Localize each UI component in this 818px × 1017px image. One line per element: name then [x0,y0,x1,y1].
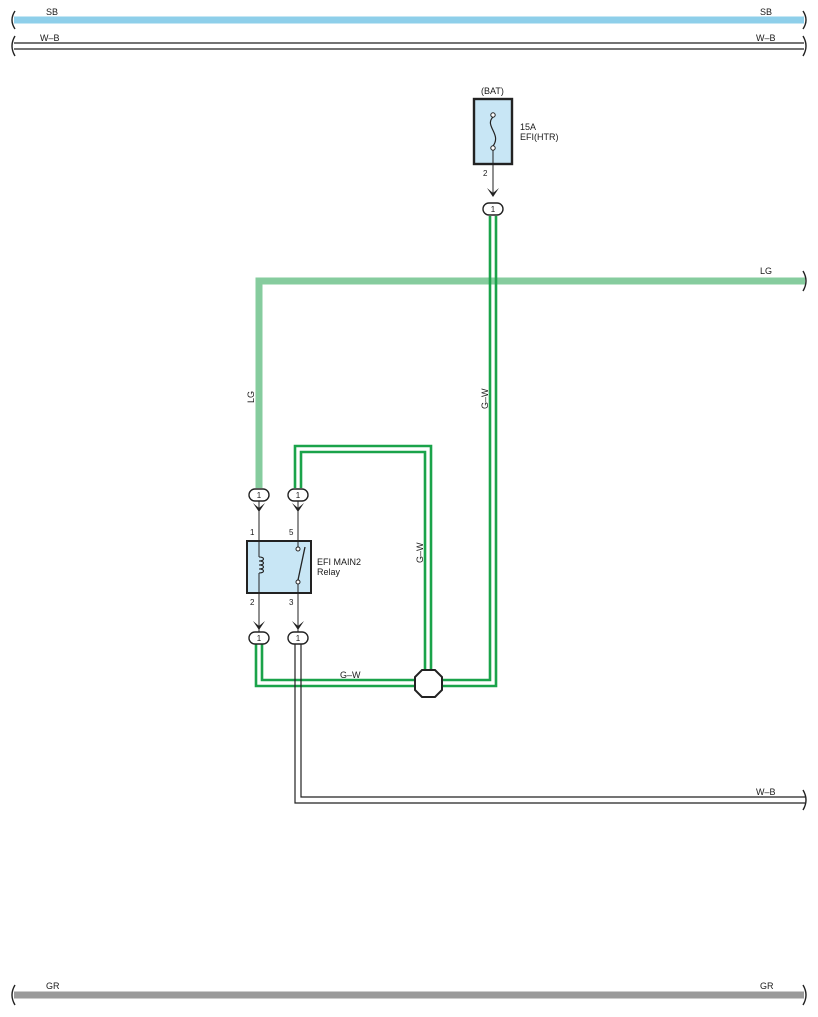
relay-pin2-arrow [253,621,265,630]
relay-pin5-number: 5 [289,528,294,537]
wb-top-wire-bus: W–B W–B [11,33,807,57]
wb-mid-label-right: W–B [756,787,776,797]
relay-pin3-arrow [292,621,304,630]
gr-label-right: GR [760,981,774,991]
svg-text:1: 1 [257,491,262,500]
gw-label-vertical-right: G–W [480,388,490,409]
relay-pin3-number: 3 [289,598,294,607]
relay-name-line2: Relay [317,567,341,577]
relay-pin5-arrow [292,503,304,512]
connector-relay-pin5: 1 [287,488,309,502]
svg-text:1: 1 [257,634,262,643]
svg-text:1: 1 [296,491,301,500]
connector-relay-pin2: 1 [248,631,270,645]
fuse-rating: 15A [520,122,536,132]
fuse-source-label: (BAT) [481,86,504,96]
splice-point [414,669,443,698]
lg-label-vertical: LG [246,391,256,403]
fuse-terminal-arrow [487,188,499,197]
wb-top-label-right: W–B [756,33,776,43]
svg-text:1: 1 [491,205,496,214]
fuse-name: EFI(HTR) [520,132,559,142]
connector-fuse: 1 [482,202,504,216]
connector-relay-pin3: 1 [287,631,309,645]
sb-label-right: SB [760,7,772,17]
lg-label-right: LG [760,266,772,276]
fuse-pin-number: 2 [483,169,488,178]
relay-efi-main2: 1 5 2 3 EFI MAIN2 Relay [246,501,361,632]
sb-wire-bus: SB SB [11,7,807,30]
wb-top-label-left: W–B [40,33,60,43]
relay-coil [258,556,265,574]
relay-name-line1: EFI MAIN2 [317,557,361,567]
wb-mid-wire [294,644,805,804]
gw-label-vertical-mid: G–W [415,542,425,563]
lg-wire: LG LG [246,266,807,488]
relay-pin1-number: 1 [250,528,255,537]
fuse-efi-htr: (BAT) 15A EFI(HTR) 2 [472,86,559,197]
relay-pin1-arrow [253,503,265,512]
gr-label-left: GR [46,981,60,991]
connector-relay-pin1: 1 [248,488,270,502]
gr-wire-bus: GR GR [11,981,807,1006]
sb-label-left: SB [46,7,58,17]
relay-pin2-number: 2 [250,598,255,607]
svg-text:1: 1 [296,634,301,643]
gw-label-bottom: G–W [340,670,361,680]
gw-wire [254,216,498,688]
relay-switch-contact [297,546,306,581]
